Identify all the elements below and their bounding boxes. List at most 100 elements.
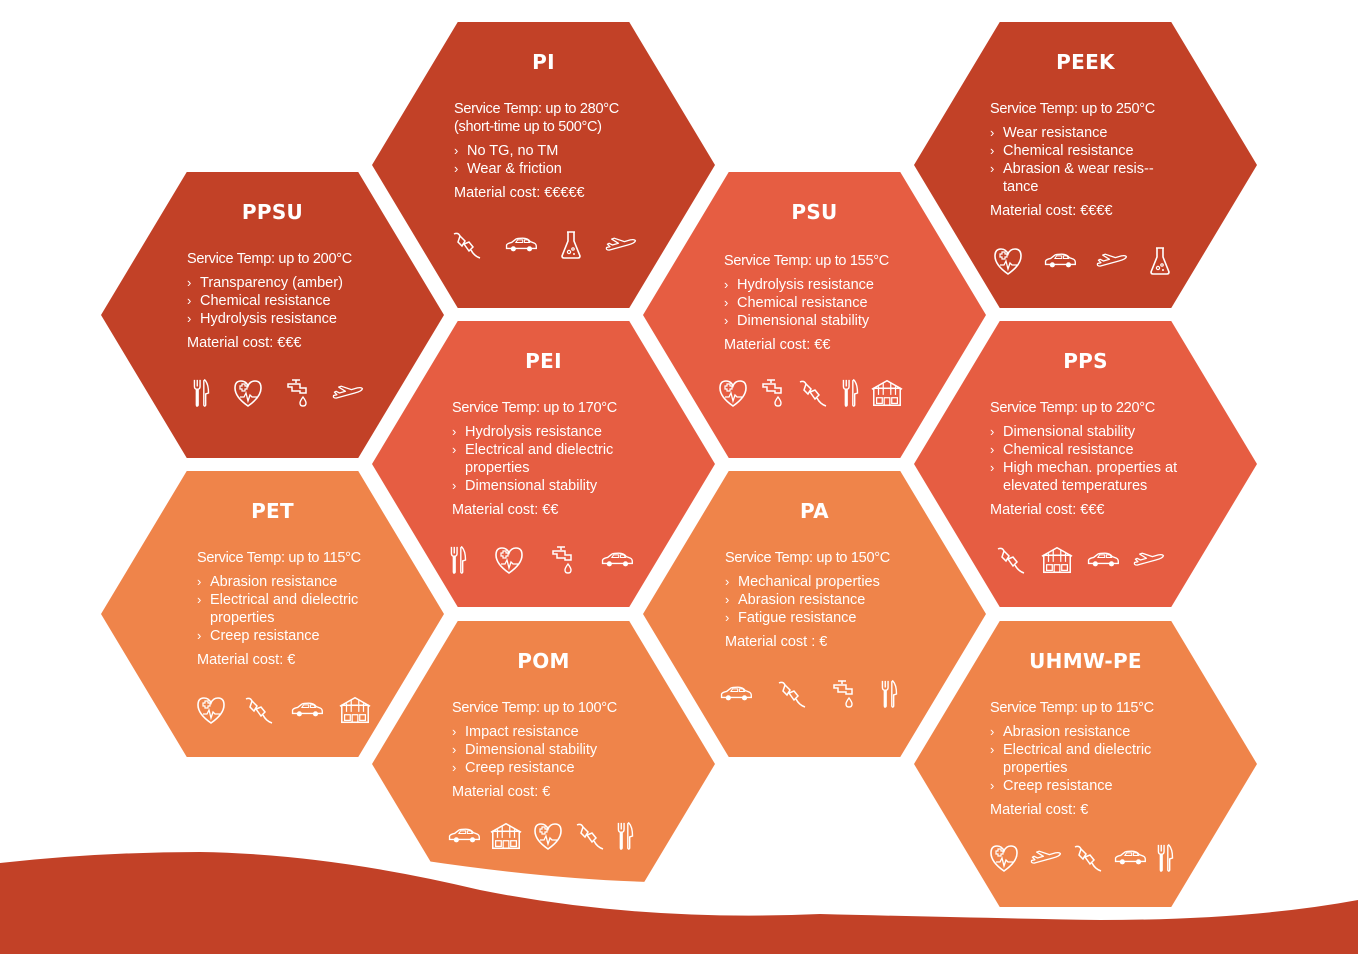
material-title: PPSU [241,200,304,224]
car-icon [504,230,538,260]
service-temp: Service Temp: up to 220°C [990,400,1155,416]
application-icons [914,246,1257,276]
property-item: Electrical and dielectric properties [452,441,675,477]
water-tap-icon [550,545,576,575]
material-title: PEEK [1056,50,1115,74]
cutlery-icon [448,545,468,575]
building-icon [870,378,904,408]
material-cost: Material cost : € [725,634,828,650]
service-temp: Service Temp: up to 115°C [197,550,361,566]
property-item: Chemical resistance [187,292,404,310]
material-cost: Material cost: € [990,802,1089,818]
medical-heart-icon [194,695,228,725]
property-item: Electrical and dielectric properties [197,591,394,627]
property-item: Creep resistance [452,759,675,777]
building-icon [1040,545,1074,575]
property-item: Mechanical properties [725,573,946,591]
property-list: Mechanical properties Abrasion resistanc… [725,573,946,627]
property-item: Fatigue resistance [725,609,946,627]
airplane-icon [331,378,365,408]
hex-peek: PEEK Service Temp: up to 250°C Wear resi… [914,22,1257,308]
property-item: Wear & friction [454,160,675,178]
property-item: Electrical and dielectric properties [990,741,1197,777]
material-title: UHMW-PE [1029,649,1142,673]
hex-psu: PSU Service Temp: up to 155°C Hydrolysis… [643,172,986,458]
property-item: Abrasion resistance [990,723,1197,741]
property-list: Impact resistance Dimensional stability … [452,723,675,777]
material-cost: Material cost: € [197,652,296,668]
application-icons [914,545,1257,575]
plug-icon [796,378,830,408]
property-item: Transparency (amber) [187,274,404,292]
cutlery-icon [191,378,211,408]
cutlery-icon [879,679,899,709]
application-icons [372,230,715,260]
plug-icon [450,230,484,260]
medical-heart-icon [231,378,265,408]
hex-pet: PET Service Temp: up to 115°C Abrasion r… [101,471,444,757]
service-temp: Service Temp: up to 150°C [725,550,890,566]
medical-heart-icon [991,246,1025,276]
property-item: Abrasion & wear resis-­tance [990,160,1177,196]
material-title: PET [251,499,294,523]
property-item: Hydrolysis resistance [452,423,675,441]
material-cost: Material cost: €€ [452,502,559,518]
flask-icon [1147,246,1173,276]
car-icon [1086,545,1120,575]
service-temp-note: (short-time up to 500°C) [454,119,602,135]
property-item: No TG, no TM [454,142,675,160]
service-temp: Service Temp: up to 250°C [990,101,1155,117]
application-icons [643,378,986,408]
material-cost: Material cost: €€€€€ [454,185,585,201]
building-icon [338,695,372,725]
property-list: No TG, no TM Wear & friction [454,142,675,178]
property-item: Creep resistance [197,627,394,645]
flask-icon [558,230,584,260]
plug-icon [242,695,276,725]
material-cost: Material cost: €€€ [990,502,1105,518]
property-list: Dimensional stability Chemical resistanc… [990,423,1197,495]
property-item: Wear resistance [990,124,1177,142]
airplane-icon [1132,545,1166,575]
service-temp: Service Temp: up to 200°C [187,251,352,267]
service-temp: Service Temp: up to 170°C [452,400,617,416]
water-tap-icon [285,378,311,408]
property-item: Hydrolysis resistance [724,276,946,294]
property-item: Chemical resistance [990,142,1177,160]
bottom-wave [0,841,1358,954]
service-temp: Service Temp: up to 280°C [454,101,619,117]
property-item: Dimensional stability [990,423,1197,441]
plug-icon [775,679,809,709]
medical-heart-icon [716,378,750,408]
application-icons [372,545,715,575]
property-item: Abrasion resistance [725,591,946,609]
property-item: Impact resistance [452,723,675,741]
property-item: Creep resistance [990,777,1197,795]
hex-pa: PA Service Temp: up to 150°C Mechanical … [643,471,986,757]
medical-heart-icon [492,545,526,575]
property-item: Dimensional stability [452,477,675,495]
property-list: Wear resistance Chemical resistance Abra… [990,124,1177,196]
application-icons [643,679,986,709]
property-item: Hydrolysis resistance [187,310,404,328]
material-title: PSU [791,200,838,224]
car-icon [290,695,324,725]
material-cost: Material cost: €€€ [187,335,302,351]
hex-pom: POM Service Temp: up to 100°C Impact res… [372,621,715,907]
material-title: PI [532,50,555,74]
property-item: High mechan. properties at elevated temp… [990,459,1197,495]
property-item: Chemical resistance [990,441,1197,459]
material-title: POM [517,649,570,673]
property-item: Dimensional stability [452,741,675,759]
material-cost: Material cost: € [452,784,551,800]
application-icons [101,378,444,408]
airplane-icon [604,230,638,260]
plug-icon [994,545,1028,575]
property-list: Abrasion resistance Electrical and diele… [197,573,394,645]
airplane-icon [1095,246,1129,276]
material-title: PEI [525,349,562,373]
hex-ppsu: PPSU Service Temp: up to 200°C Transpare… [101,172,444,458]
material-cost: Material cost: €€€€ [990,203,1113,219]
material-title: PPS [1063,349,1108,373]
service-temp: Service Temp: up to 100°C [452,700,617,716]
